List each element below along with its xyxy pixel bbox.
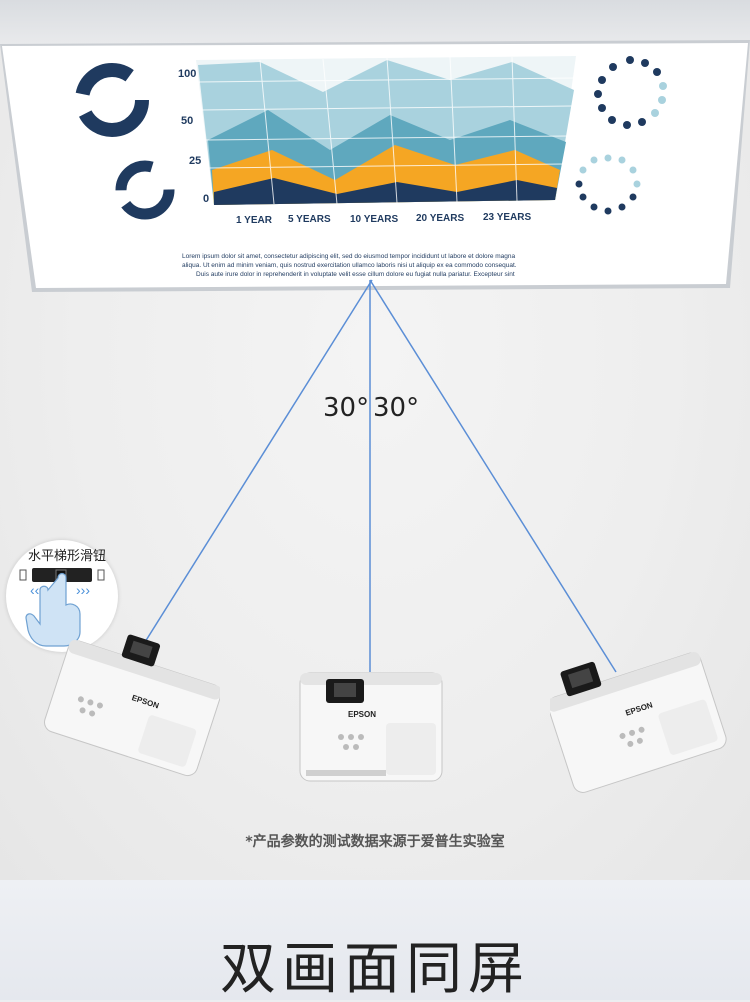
x-label-2: 5 YEARS — [288, 214, 331, 225]
x-label-1: 1 YEAR — [236, 215, 273, 226]
keystone-slider-title: 水平梯形滑钮 — [28, 549, 107, 564]
lorem-line-3: Duis aute irure dolor in reprehenderit i… — [196, 271, 515, 278]
projection-rays — [139, 279, 617, 673]
angle-label-left: 30° — [323, 393, 370, 423]
lorem-line-2: aliqua. Ut enim ad minim veniam, quis no… — [182, 262, 517, 269]
headline: 双画面同屏 — [220, 937, 530, 1002]
ring-chart-icon-small — [115, 160, 175, 220]
y-tick-25: 25 — [189, 155, 201, 167]
dot-ring-icon-top — [594, 56, 667, 129]
x-label-3: 10 YEARS — [350, 214, 399, 225]
projector-left: EPSON — [44, 634, 220, 777]
x-label-5: 23 YEARS — [483, 212, 532, 223]
ceiling — [0, 0, 750, 45]
pointing-hand-icon — [25, 572, 81, 647]
footnote: *产品参数的测试数据来源于爱普生实验室 — [245, 834, 505, 850]
projector-center: EPSON — [299, 672, 443, 782]
angle-label-right: 30° — [373, 393, 420, 423]
x-label-4: 20 YEARS — [416, 213, 465, 224]
y-tick-0: 0 — [203, 193, 209, 205]
dot-ring-icon-bottom — [575, 154, 641, 215]
svg-text:›››: ››› — [76, 582, 90, 598]
ring-chart-icon-large — [75, 63, 149, 137]
area-chart — [196, 56, 576, 205]
bottom-banner — [0, 880, 750, 1000]
svg-text:EPSON: EPSON — [348, 710, 376, 719]
y-tick-100: 100 — [178, 68, 196, 80]
area-navy — [214, 178, 557, 205]
keystone-slider-illustration: ‹‹‹ ››› — [19, 568, 105, 647]
projection-screen: 100 50 25 0 1 YEAR 5 YEARS 10 YEARS 20 Y… — [0, 40, 750, 292]
projector-right: EPSON — [550, 652, 727, 793]
lorem-line-1: Lorem ipsum dolor sit amet, consectetur … — [182, 253, 516, 260]
y-tick-50: 50 — [181, 115, 193, 127]
